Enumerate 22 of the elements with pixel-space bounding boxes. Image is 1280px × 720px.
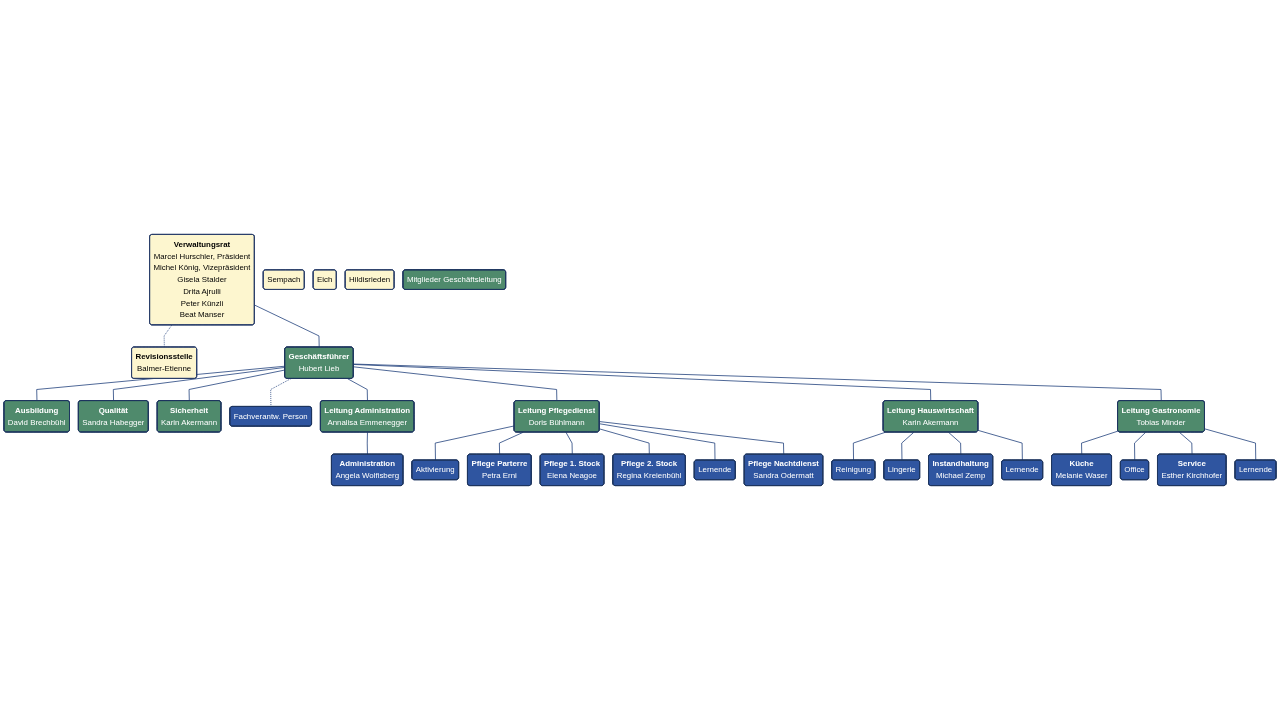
connector bbox=[599, 423, 716, 461]
connector bbox=[353, 364, 932, 402]
connector bbox=[112, 367, 286, 402]
connector bbox=[948, 431, 962, 455]
connector bbox=[434, 425, 515, 461]
connector bbox=[188, 369, 286, 402]
connector bbox=[163, 324, 173, 348]
connector bbox=[347, 378, 368, 402]
connector bbox=[977, 429, 1023, 461]
connector bbox=[599, 428, 650, 455]
connector bbox=[1081, 430, 1119, 455]
connector bbox=[353, 363, 1162, 402]
connector bbox=[353, 366, 558, 402]
connector bbox=[1134, 431, 1147, 461]
connector bbox=[1204, 428, 1257, 461]
connector bbox=[254, 304, 320, 348]
connector bbox=[901, 431, 915, 461]
connector bbox=[1178, 431, 1193, 455]
connector bbox=[599, 421, 785, 455]
connector bbox=[565, 431, 573, 455]
connector bbox=[852, 431, 886, 461]
connector bbox=[366, 431, 368, 455]
